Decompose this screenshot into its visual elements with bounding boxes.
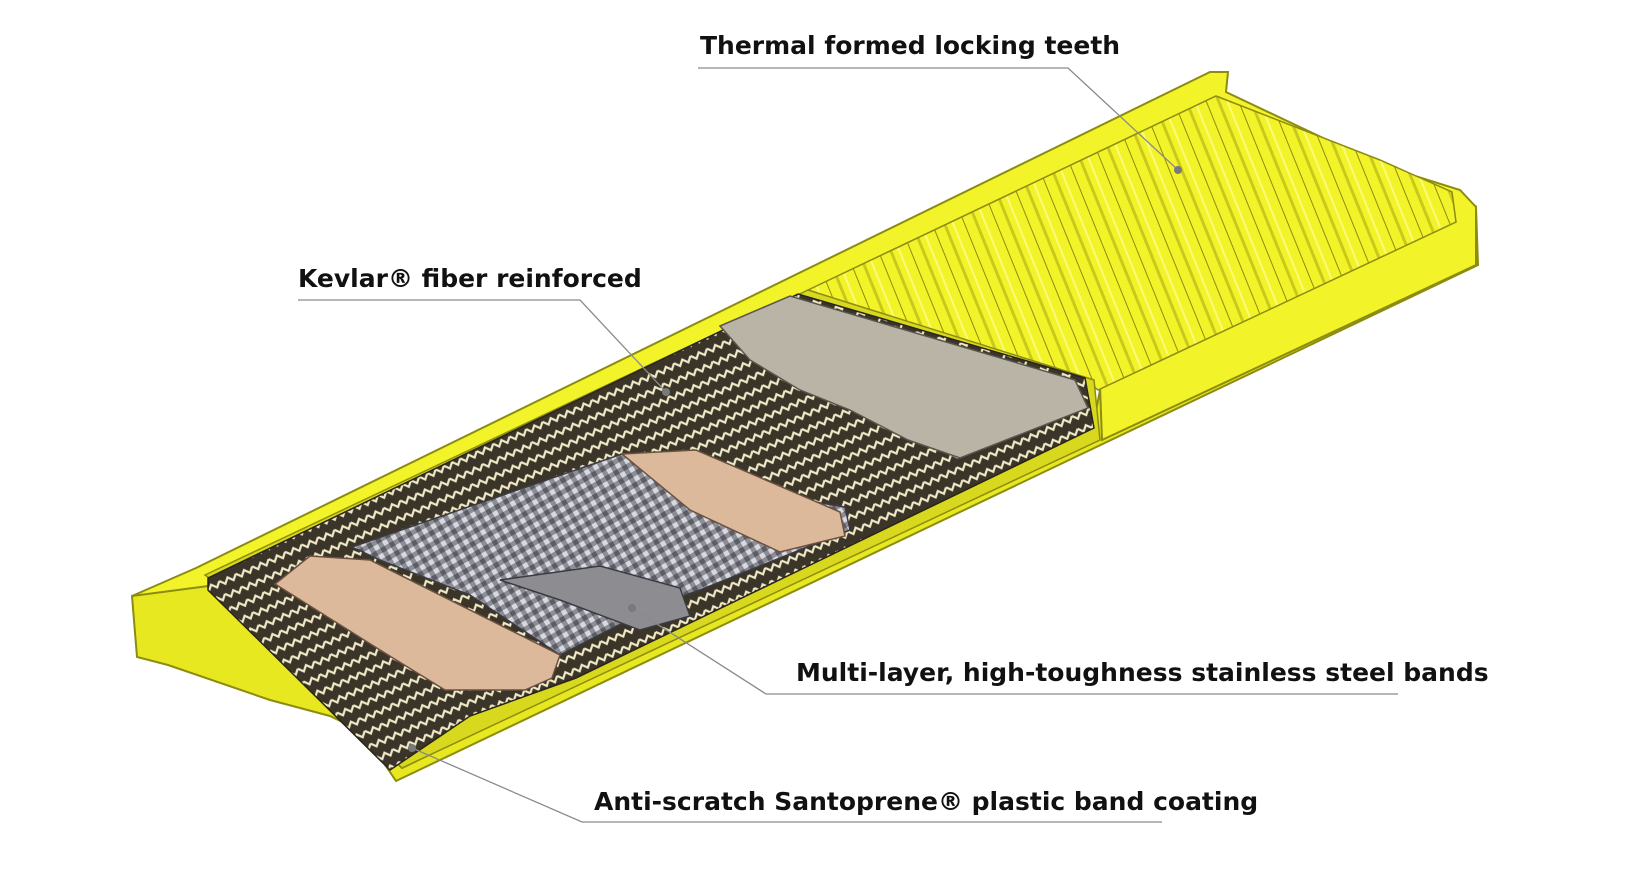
leader-teeth — [698, 67, 1182, 174]
label-kevlar: Kevlar® fiber reinforced — [298, 264, 642, 293]
steel-band-grey-top — [718, 295, 1090, 459]
label-santoprene-coating: Anti-scratch Santoprene® plastic band co… — [594, 787, 1258, 816]
leader-coating — [408, 744, 1162, 823]
label-thermal-teeth: Thermal formed locking teeth — [700, 31, 1120, 60]
steel-band-tan-lower — [273, 555, 561, 691]
leader-kevlar — [298, 299, 670, 396]
leader-steel — [628, 604, 1398, 695]
label-steel-bands: Multi-layer, high-toughness stainless st… — [796, 658, 1489, 687]
steel-band-tan-upper — [620, 449, 846, 553]
steel-bands — [273, 295, 1090, 691]
leader-lines — [298, 67, 1398, 823]
